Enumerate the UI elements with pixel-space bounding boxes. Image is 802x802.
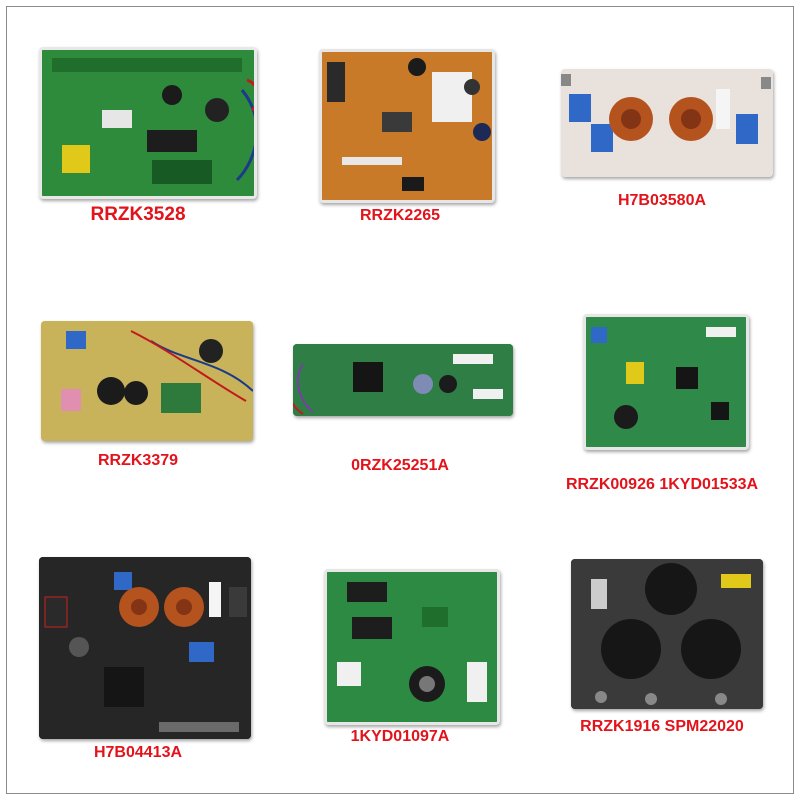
product-photo-4	[41, 321, 253, 441]
product-code: 1KYD01097A	[350, 728, 450, 745]
product-code: 0RZK25251A	[351, 457, 449, 474]
product-code: H7B04413A	[93, 744, 183, 761]
product-code: H7B03580A	[617, 192, 707, 209]
product-code: RRZK00926 1KYD01533A	[565, 476, 759, 493]
pcb-graphic	[41, 321, 253, 441]
product-photo-1	[39, 47, 257, 199]
pcb-graphic	[561, 69, 773, 177]
product-cell-2: RRZK2265	[269, 7, 531, 269]
product-cell-8: 1KYD01097A	[269, 531, 531, 793]
product-cell-6: RRZK00926 1KYD01533A	[531, 269, 793, 531]
pcb-graphic	[322, 52, 492, 200]
pcb-graphic	[42, 50, 254, 196]
pcb-graphic	[571, 559, 763, 709]
product-cell-4: RRZK3379	[7, 269, 269, 531]
product-cell-1: RRZK3528	[7, 7, 269, 269]
pcb-graphic	[39, 557, 251, 739]
product-photo-9	[571, 559, 763, 709]
product-cell-7: H7B04413A	[7, 531, 269, 793]
product-cell-5: 0RZK25251A	[269, 269, 531, 531]
pcb-graphic	[293, 344, 513, 416]
product-photo-6	[583, 314, 749, 450]
product-code: RRZK1916 SPM22020	[580, 718, 744, 735]
product-photo-7	[39, 557, 251, 739]
pcb-graphic	[327, 572, 497, 722]
product-code: RRZK3528	[90, 204, 186, 225]
product-photo-8	[324, 569, 500, 725]
product-cell-9: RRZK1916 SPM22020	[531, 531, 793, 793]
product-photo-3	[561, 69, 773, 177]
product-cell-3: H7B03580A	[531, 7, 793, 269]
product-code: RRZK2265	[359, 207, 441, 224]
pcb-graphic	[586, 317, 746, 447]
product-photo-2	[319, 49, 495, 203]
product-code: RRZK3379	[97, 452, 179, 469]
product-photo-5	[293, 344, 513, 416]
product-grid: RRZK3528 RRZK2265	[6, 6, 794, 794]
